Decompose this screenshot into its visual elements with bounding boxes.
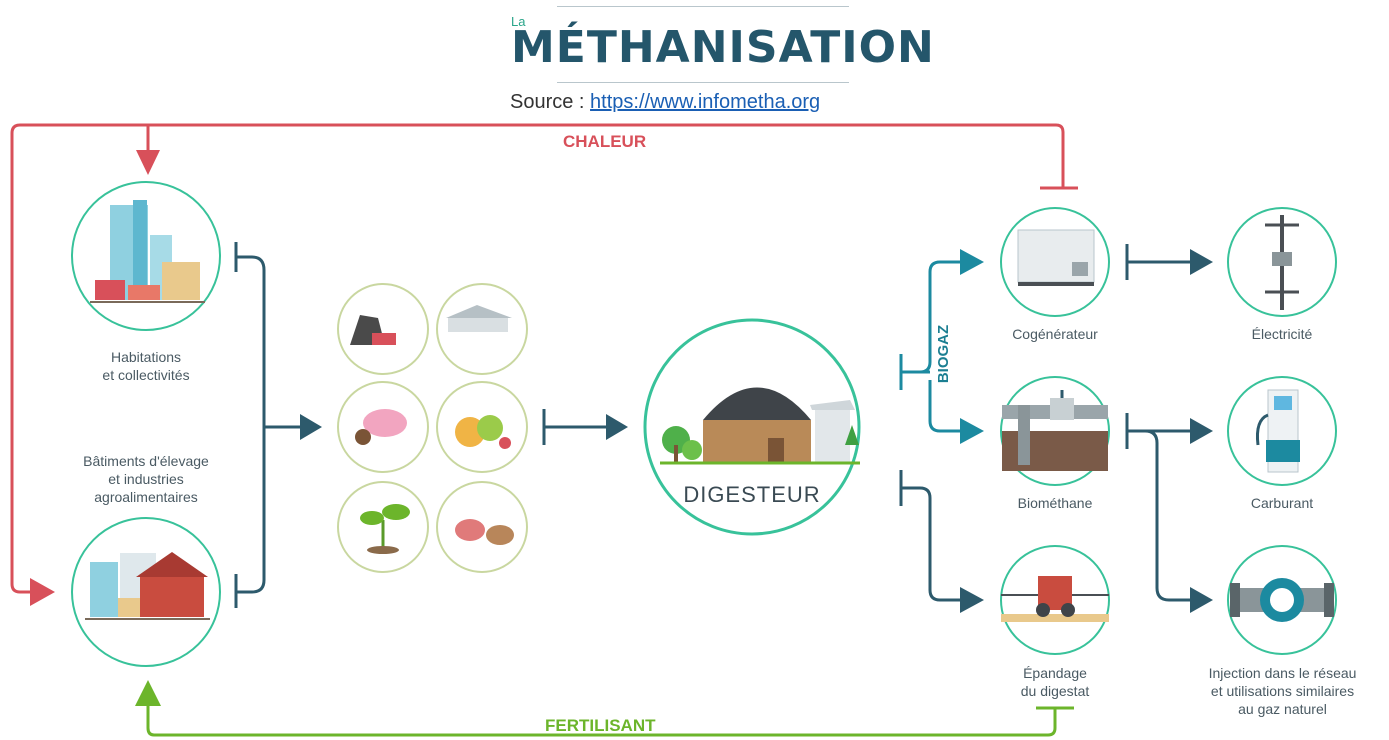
farm-buildings-icon (85, 552, 210, 620)
biogas-bracket (899, 249, 984, 444)
digester-label: DIGESTEUR (683, 482, 821, 507)
fertilizer-label: FERTILISANT (545, 716, 656, 735)
spreading-label: Épandage du digestat (1020, 665, 1090, 699)
page-title: MÉTHANISATION (511, 22, 935, 73)
biogas-label: BIOGAZ (935, 324, 952, 384)
gas-network-pipe-icon (1230, 578, 1334, 622)
inputs-arrow (542, 409, 628, 445)
source-label: Source : (510, 91, 585, 113)
sources-bracket (234, 242, 322, 608)
digestate-bracket (899, 470, 984, 613)
header-rule-top (557, 6, 849, 7)
electricity-label: Électricité (1251, 326, 1313, 342)
header-rule-bottom (557, 82, 849, 83)
tractor-icon (1001, 576, 1109, 622)
fuel-pump-icon (1256, 389, 1300, 473)
power-pylon-icon (1265, 215, 1299, 310)
source-link[interactable]: https://www.infometha.org (590, 91, 821, 113)
source-line: Source : https://www.infometha.org (510, 91, 820, 114)
city-buildings-icon (90, 200, 205, 303)
biomethane-label: Biométhane (1017, 495, 1093, 511)
cogenerator-label: Cogénérateur (1012, 326, 1098, 342)
housing-label: Habitations et collectivités (102, 349, 190, 383)
fertilizer-loop (135, 680, 1074, 737)
input-circles (337, 283, 528, 573)
cogenerator-icon (1017, 229, 1095, 286)
output-arrows (1125, 244, 1213, 613)
digester-icon (660, 387, 860, 465)
heat-arrow-housing (136, 150, 160, 175)
fuel-label: Carburant (1250, 495, 1314, 511)
heat-arrow-farm (30, 578, 55, 606)
biomethane-pipe-icon (1002, 390, 1108, 471)
heat-label: CHALEUR (563, 132, 647, 151)
title-prefix: La (511, 14, 526, 29)
green-waste-icon (337, 283, 429, 375)
injection-label: Injection dans le réseau et utilisations… (1208, 665, 1357, 717)
heat-loop (10, 123, 1078, 606)
farm-label: Bâtiments d'élevage et industries agroal… (83, 453, 209, 505)
